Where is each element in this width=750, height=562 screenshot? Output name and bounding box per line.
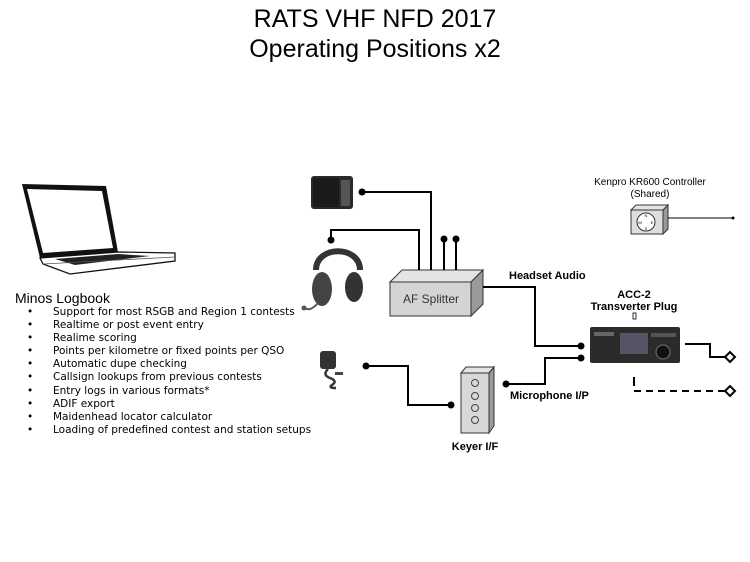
mic-to-keyer-wire — [366, 365, 451, 406]
compass-e: E — [651, 220, 654, 225]
headset-icon — [301, 248, 363, 311]
minos-heading: Minos Logbook — [15, 290, 110, 306]
headset-wire — [330, 229, 420, 270]
shared-label: (Shared) — [630, 189, 670, 200]
keyer-interface-box — [459, 365, 496, 435]
laptop-icon — [22, 184, 176, 275]
list-item: ADIF export — [15, 398, 311, 411]
headset-audio-label: Headset Audio — [509, 270, 586, 282]
microphone-icon — [320, 351, 343, 390]
transverter-plug-label: Transverter Plug — [590, 301, 678, 313]
compass-w: W — [638, 220, 642, 225]
list-item: Support for most RSGB and Region 1 conte… — [15, 306, 311, 319]
antenna-wire — [685, 343, 725, 358]
minos-logbook-section: Minos Logbook Support for most RSGB and … — [15, 290, 311, 437]
af-splitter-box — [388, 268, 485, 318]
transverter-connector-icon — [723, 384, 737, 398]
list-item: Realtime or post event entry — [15, 319, 311, 332]
list-item: Callsign lookups from previous contests — [15, 371, 311, 384]
af-splitter-label: AF Splitter — [402, 292, 460, 306]
compass-s: S — [645, 226, 648, 231]
list-item: Loading of predefined contest and statio… — [15, 424, 311, 437]
list-item: Automatic dupe checking — [15, 358, 311, 371]
speaker-icon — [311, 176, 353, 209]
microphone-wire — [506, 357, 581, 385]
list-item: Entry logs in various formats* — [15, 385, 311, 398]
list-item: Realime scoring — [15, 332, 311, 345]
antenna-connectors — [723, 350, 737, 398]
headset-audio-wire — [483, 286, 581, 347]
list-item: Maidenhead locator calculator — [15, 411, 311, 424]
keyer-if-label: Keyer I/F — [451, 441, 499, 453]
list-item: Points per kilometre or fixed points per… — [15, 345, 311, 358]
antenna-connector-icon — [723, 350, 737, 364]
compass-n: N — [645, 213, 648, 218]
kenpro-label: Kenpro KR600 Controller — [594, 177, 706, 188]
connector-dots — [327, 188, 735, 409]
feature-list: Support for most RSGB and Region 1 conte… — [15, 306, 311, 437]
wires — [330, 191, 733, 406]
microphone-ip-label: Microphone I/P — [510, 390, 589, 402]
title-line-1: RATS VHF NFD 2017 — [253, 5, 497, 33]
rotator-controller-icon: N E S W — [629, 203, 670, 236]
acc2-plug-icon — [632, 312, 637, 320]
title-line-2: Operating Positions x2 — [249, 35, 501, 63]
acc2-label: ACC-2 — [617, 289, 651, 301]
radio-transceiver-icon — [590, 327, 680, 363]
speaker-wire — [362, 191, 432, 270]
